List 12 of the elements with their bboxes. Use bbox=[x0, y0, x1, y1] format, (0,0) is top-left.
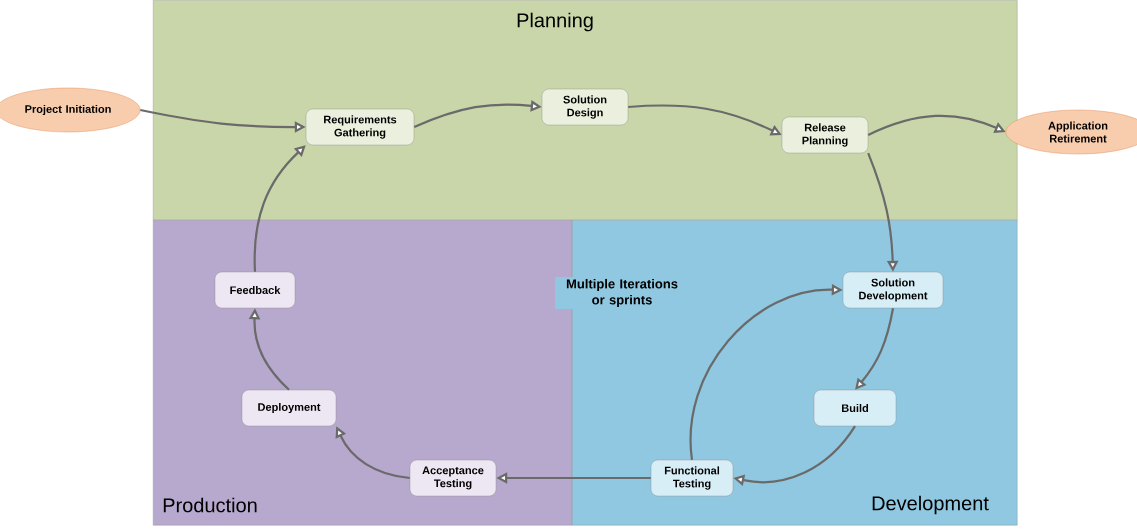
process-box: Release Planning bbox=[781, 116, 869, 154]
process-box: Acceptance Testing bbox=[409, 459, 497, 497]
process-box: Solution Development bbox=[842, 271, 944, 309]
process-box: Functional Testing bbox=[650, 459, 734, 497]
arrow bbox=[253, 145, 306, 272]
process-box: Feedback bbox=[214, 271, 296, 309]
process-box: Solution Design bbox=[541, 88, 629, 126]
arrow bbox=[855, 308, 895, 390]
edge-label: Multiple Iterations or sprints bbox=[555, 276, 689, 310]
process-box: Build bbox=[813, 389, 897, 427]
process-box: Deployment bbox=[241, 389, 337, 427]
process-box: Requirements Gathering bbox=[305, 108, 415, 146]
